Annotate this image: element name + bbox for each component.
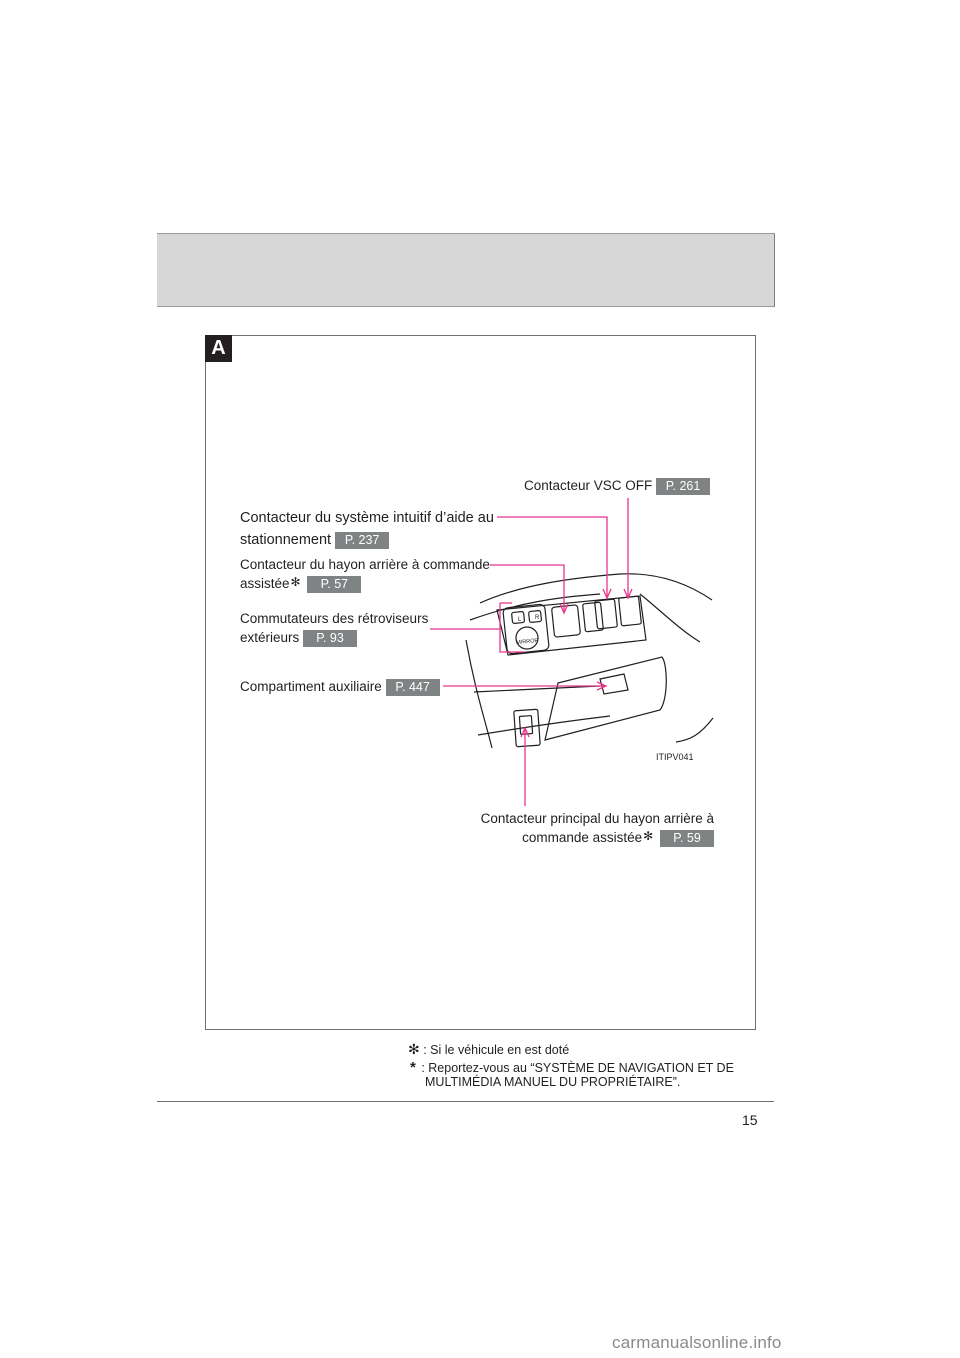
footnote-2-cont: MULTIMÉDIA MANUEL DU PROPRIÉTAIRE”.	[425, 1075, 681, 1089]
parking-page-ref[interactable]: P. 237	[335, 532, 390, 549]
footnote-2-mark: *	[410, 1059, 416, 1076]
aux-page-ref[interactable]: P. 447	[385, 679, 440, 696]
main-tailgate-label: Contacteur principal du hayon arrière à …	[440, 810, 714, 847]
tailgate-line2: assistée	[240, 576, 290, 591]
vsc-label: Contacteur VSC OFF P. 261	[524, 477, 711, 495]
footnote-1-text: : Si le véhicule en est doté	[423, 1043, 570, 1057]
main-tailgate-line2: commande assistée	[522, 830, 643, 845]
mirrors-page-ref[interactable]: P. 93	[303, 630, 358, 647]
footnote-1-mark: ✻	[408, 1041, 420, 1057]
mirrors-line1: Commutateurs des rétroviseurs	[240, 611, 429, 626]
footnote-2-text: : Reportez-vous au “SYSTÈME DE NAVIGATIO…	[421, 1061, 734, 1075]
parking-line2: stationnement	[240, 532, 332, 548]
tailgate-label: Contacteur du hayon arrière à commande a…	[240, 556, 490, 593]
tailgate-page-ref[interactable]: P. 57	[307, 576, 362, 593]
vsc-page-ref[interactable]: P. 261	[656, 478, 711, 495]
header-band	[157, 233, 775, 307]
tailgate-asterisk: ✻	[290, 575, 301, 589]
watermark: carmanualsonline.info	[612, 1333, 782, 1352]
main-tailgate-asterisk: ✻	[643, 829, 654, 843]
footnote-2: * : Reportez-vous au “SYSTÈME DE NAVIGAT…	[408, 1059, 734, 1076]
footnote-1: ✻ : Si le véhicule en est doté	[408, 1042, 569, 1057]
mirrors-line2: extérieurs	[240, 630, 300, 645]
page-number: 15	[742, 1112, 758, 1128]
parking-label: Contacteur du système intuitif d’aide au…	[240, 507, 494, 551]
main-tailgate-line1: Contacteur principal du hayon arrière à	[480, 811, 714, 826]
parking-line1: Contacteur du système intuitif d’aide au	[240, 510, 494, 526]
aux-label: Compartiment auxiliaire P. 447	[240, 678, 440, 696]
bottom-rule	[157, 1101, 774, 1102]
section-badge: A	[205, 335, 232, 362]
aux-text: Compartiment auxiliaire	[240, 679, 382, 694]
tailgate-line1: Contacteur du hayon arrière à commande	[240, 557, 490, 572]
vsc-text: Contacteur VSC OFF	[524, 478, 653, 493]
mirrors-label: Commutateurs des rétroviseurs extérieurs…	[240, 610, 428, 647]
main-tailgate-page-ref[interactable]: P. 59	[660, 830, 714, 847]
